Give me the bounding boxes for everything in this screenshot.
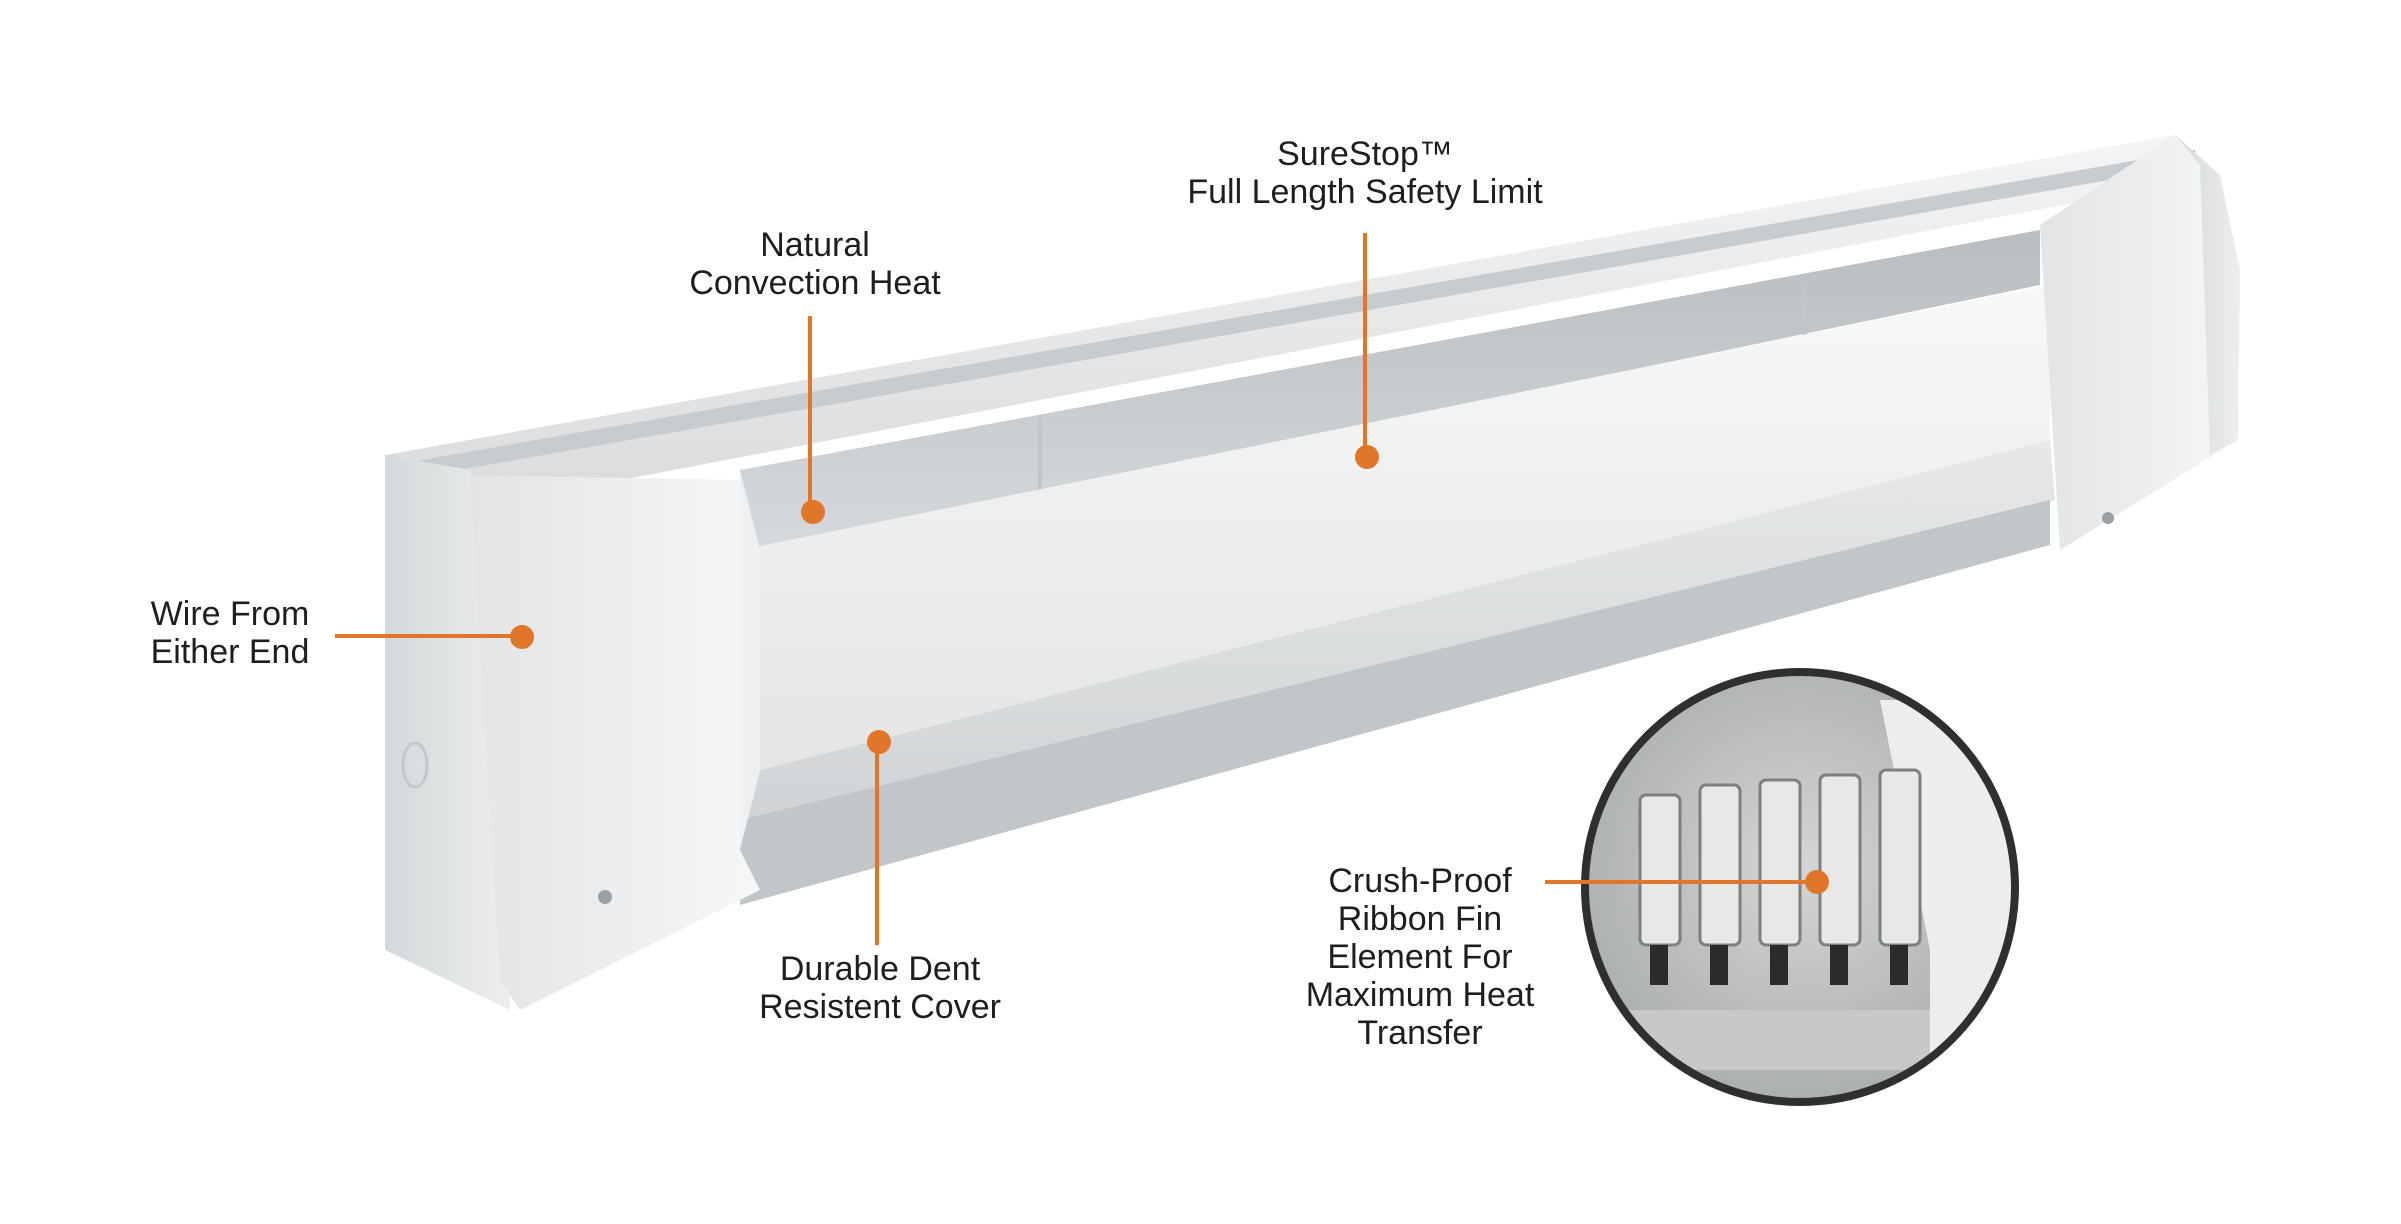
ribbon-fin-label: Crush-Proof Ribbon Fin Element For Maxim… [1285, 862, 1555, 1052]
label-line: Natural [760, 226, 870, 264]
inset-frame [1581, 668, 2019, 1106]
label-line: Durable Dent [779, 950, 981, 988]
upper-opening [740, 230, 2040, 555]
surestop-marker [1355, 445, 1379, 469]
wire-from-either-end-label: Wire From Either End [130, 595, 330, 671]
label-line: Full Length Safety Limit [1187, 173, 1543, 211]
natural-convection-marker [801, 500, 825, 524]
bottom-opening [740, 500, 2050, 905]
label-line: Maximum Heat [1305, 976, 1535, 1014]
label-line: Convection Heat [689, 264, 941, 302]
natural-convection-label: Natural Convection Heat [660, 226, 970, 302]
ribbon-fin-marker [1805, 870, 1829, 894]
surestop-label: SureStop™ Full Length Safety Limit [1150, 135, 1580, 211]
label-line: Element For [1327, 938, 1513, 976]
label-line: Wire From [150, 595, 310, 633]
label-line: Resistent Cover [759, 988, 1001, 1026]
durable-cover-marker [867, 730, 891, 754]
wire-end-marker [510, 625, 534, 649]
heater-back-rim [410, 150, 2195, 475]
label-line: Either End [150, 633, 310, 671]
label-line: Crush-Proof [1328, 862, 1512, 900]
right-end-cap [2040, 135, 2240, 550]
label-line: Transfer [1357, 1014, 1483, 1052]
label-line: SureStop™ [1277, 135, 1453, 173]
label-line: Ribbon Fin [1337, 900, 1503, 938]
front-cover [740, 285, 2050, 770]
durable-cover-label: Durable Dent Resistent Cover [730, 950, 1030, 1026]
